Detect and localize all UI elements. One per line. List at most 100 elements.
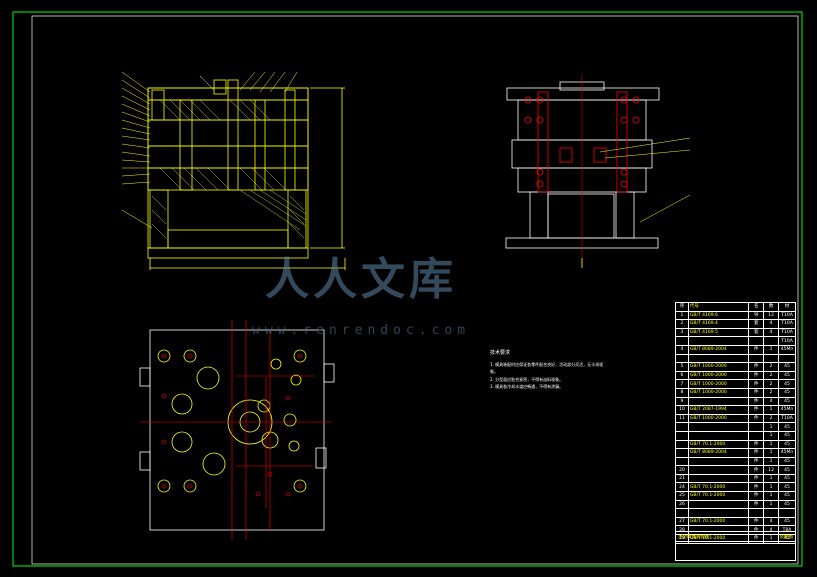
bom-cell: 3 [675,327,689,338]
note-item: 3. 模具各冷却水道应畅通，不得有渗漏。 [490,384,564,389]
bom-cell [675,422,689,432]
bom-cell: 4 [763,327,780,338]
side-section-view [505,75,660,268]
bom-cell: 代号 [687,302,750,312]
bom-cell: 12 [763,465,780,475]
bom-cell: 名 [748,302,765,312]
bom-cell: GB/T 70.1-2000 [687,491,750,501]
bom-cell: 件 [748,456,765,467]
bom-cell: GB/T 1000-2000 [687,362,750,372]
bom-cell [763,508,780,518]
bom-cell [687,499,750,510]
title-block: 注塑模具装配图 装配图 [675,531,796,561]
bom-cell: 1 [763,430,780,441]
bom-cell: 45 [778,456,796,467]
bom-cell [778,508,796,518]
bom-cell [675,508,689,518]
bom-cell: 5 [675,362,689,372]
bom-cell: 2 [763,370,780,381]
bom-cell: T10A [778,327,796,338]
bom-cell: 45 [778,491,796,501]
bom-cell [675,456,689,467]
bom-cell: 件 [748,413,765,424]
bom-cell: 25 [675,491,689,501]
bom-cell [687,396,750,407]
bom-cell: 件 [748,362,765,372]
bom-cell: 45 [778,370,796,381]
bom-cell: 1 [763,422,780,432]
bom-cell: 4 [675,344,689,355]
drawing-border-inner [31,15,799,565]
bom-cell: 件 [748,387,765,398]
bom-cell: 1 [763,491,780,501]
bom-cell: 4 [763,319,780,329]
title-block-divider [676,541,795,542]
bom-row [675,508,796,518]
bom-cell: 件 [748,482,765,493]
bom-cell: 45 [778,422,796,432]
bom-cell: 10 [675,405,689,415]
bom-cell: 件 [748,379,765,389]
bom-cell [748,353,765,364]
side-view-pins [524,91,640,193]
bom-cell: 件 [748,396,765,407]
technical-notes: 技术要求 1. 模具装配时应保证各零件配合良好，活动部分灵活，无卡滞现象。 2.… [490,350,610,391]
bom-cell: 45Mn [778,344,796,355]
bom-cell [675,430,689,441]
bom-cell: 45 [778,430,796,441]
bom-cell: 7 [675,379,689,389]
watermark-url: www.renrendoc.com [252,323,471,338]
bom-cell: 9 [675,396,689,407]
bom-cell: 21 [675,473,689,484]
bom-cell: T10A [778,336,796,346]
bom-cell: 2 [763,387,780,398]
bom-cell: 套 [748,319,765,329]
bom-cell: 套 [748,327,765,338]
bom-cell: 20 [675,465,689,475]
bom-cell: T10A [778,310,796,321]
bom-cell [687,430,750,441]
bom-cell [778,353,796,364]
note-item: 2. 分型面应贴合紧密，不得有溢料现象。 [490,376,564,382]
bom-cell: GB/T 8089-2004 [687,344,750,355]
bom-cell: GB/T 1000-2000 [687,370,750,381]
bom-cell: 1 [763,448,780,458]
bom-cell: 1 [763,439,780,450]
bom-cell: GB/T 1000-2000 [687,413,750,424]
notes-heading: 技术要求 [490,350,511,356]
note-item: 1. 模具装配时应保证各零件配合良好，活动部分灵活，无卡滞现象。 [490,361,604,375]
bom-cell: GB/T 8089-2004 [687,448,750,458]
bom-cell: GB/T 1000-2000 [687,387,750,398]
bom-cell [675,353,689,364]
bom-cell: 数 [763,302,780,312]
bom-cell: 件 [748,439,765,450]
bom-cell: 45 [778,439,796,450]
bom-cell: 1 [763,456,780,467]
bom-cell: 序 [675,302,689,312]
bom-cell: 1 [763,344,780,355]
bom-cell: GB/T 70.1-2000 [687,516,750,527]
bom-cell: T10A [778,319,796,329]
bom-cell: 材 [778,302,796,312]
bom-cell: 12 [763,310,780,321]
bom-cell: 2 [763,379,780,389]
bom-cell: 1 [675,310,689,321]
bom-cell [748,422,765,432]
bom-cell: 件 [748,499,765,510]
bom-cell: 26 [675,499,689,510]
bom-cell [687,422,750,432]
